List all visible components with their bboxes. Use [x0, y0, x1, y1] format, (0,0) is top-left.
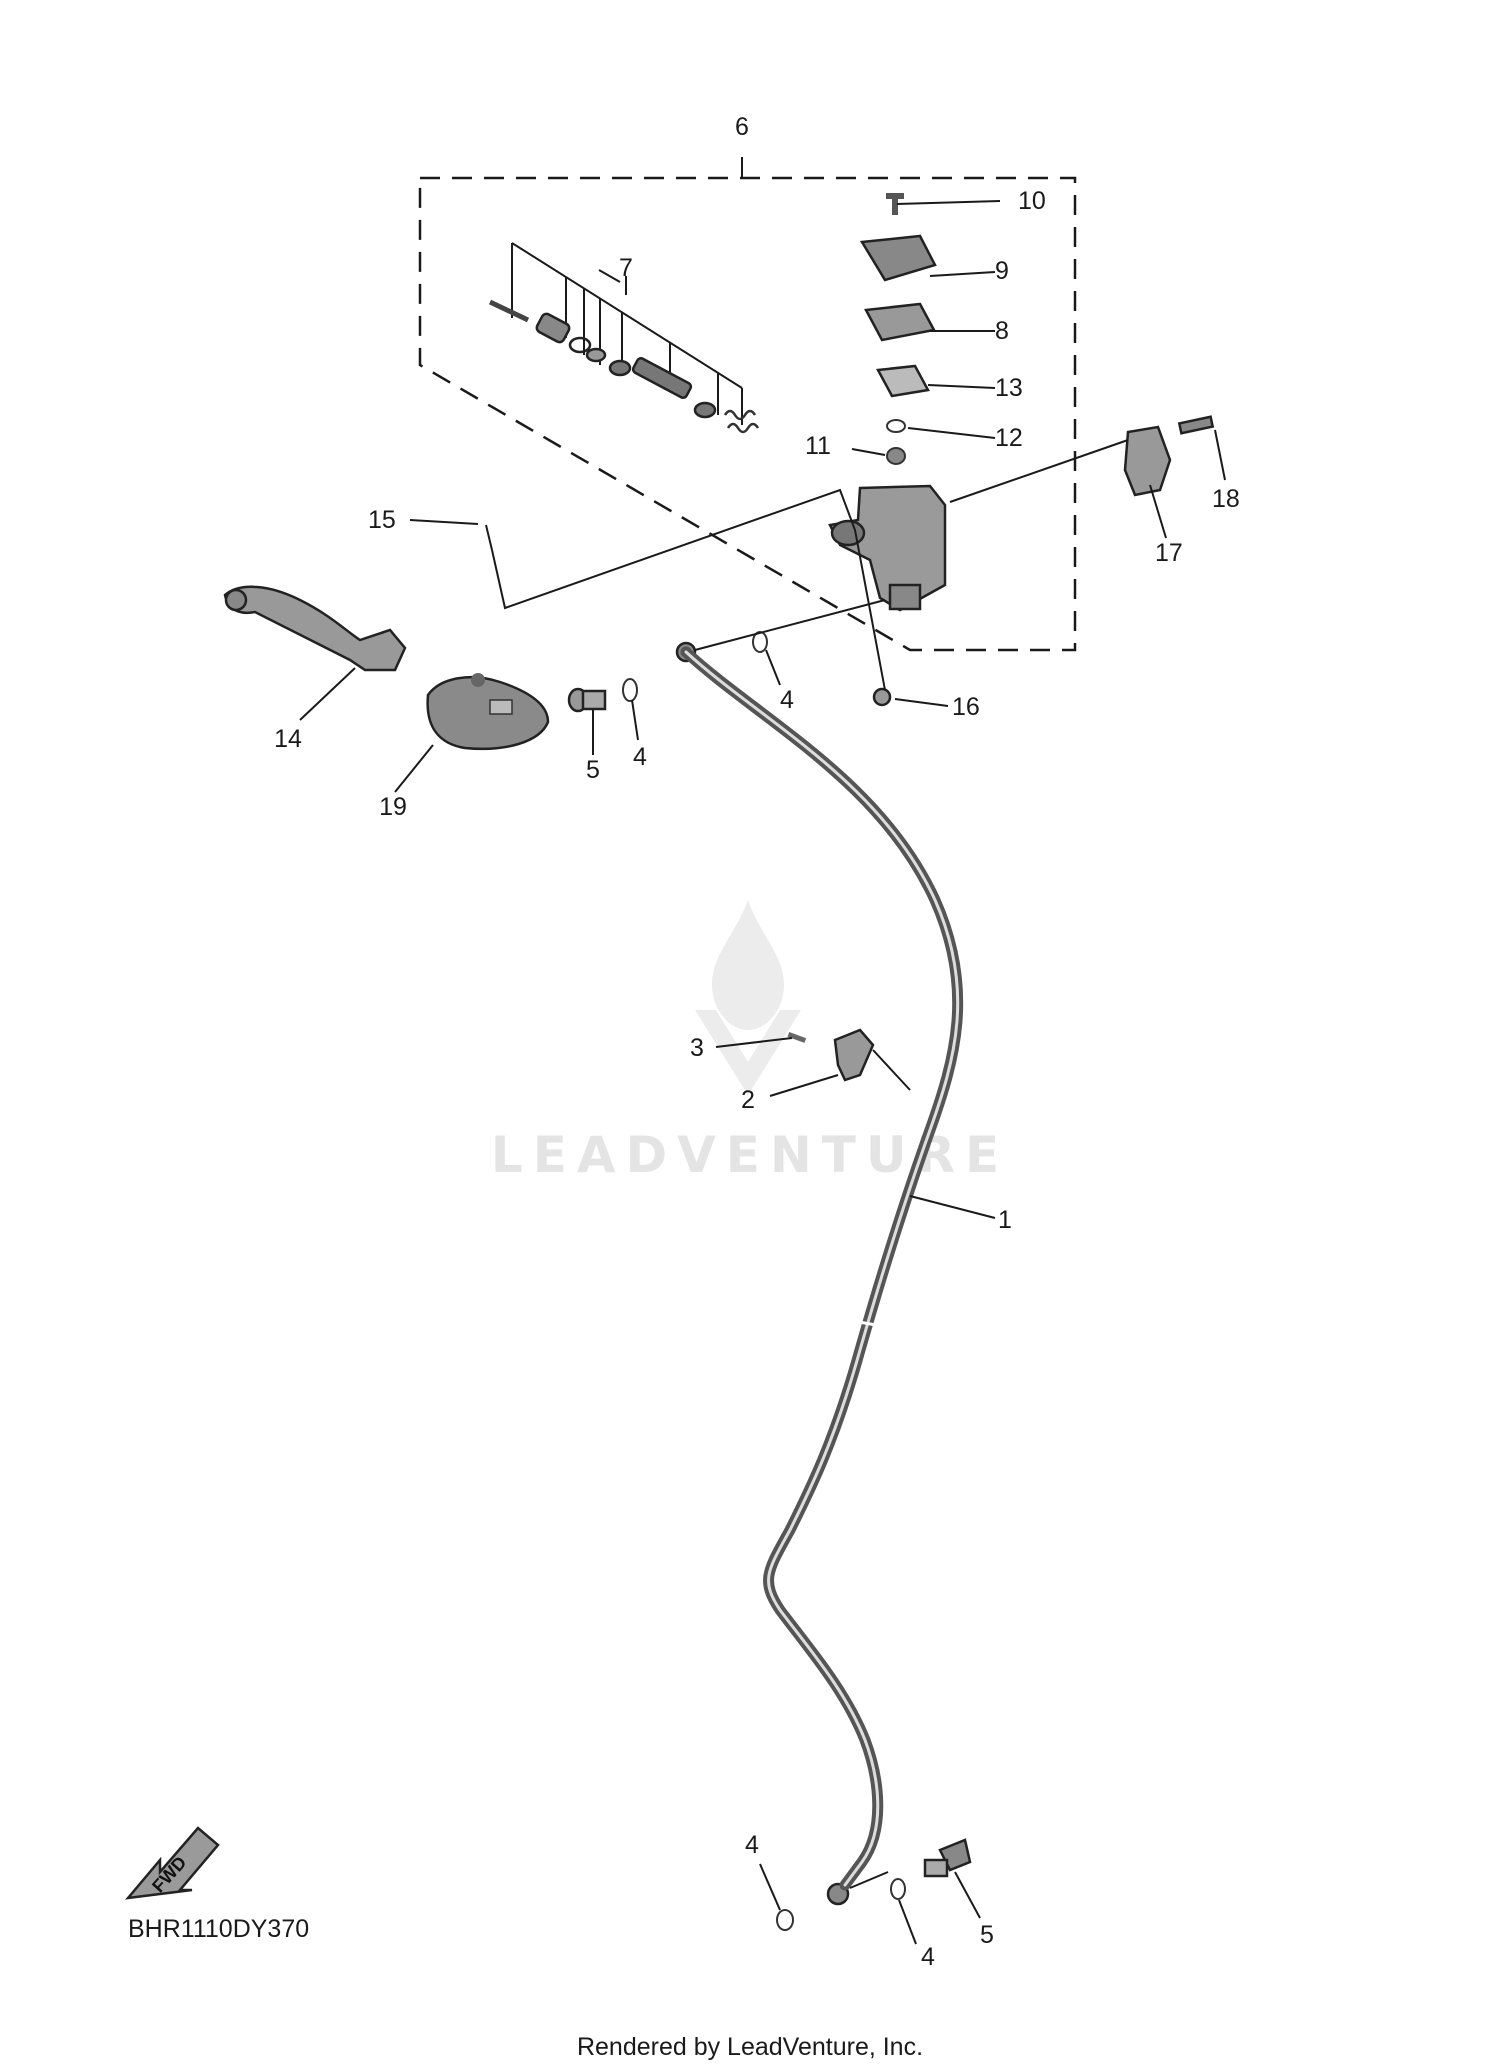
clutch-lever — [223, 585, 407, 672]
hose-guide-parts — [787, 1028, 875, 1082]
callout-4-upper: 4 — [780, 686, 794, 714]
callout-7: 7 — [619, 254, 633, 282]
assembly-6-boundary — [418, 176, 1077, 652]
master-cylinder — [828, 484, 947, 612]
piston-kit-parts — [488, 299, 760, 434]
callout-5-upper: 5 — [586, 756, 600, 784]
clamp-and-bolt — [1123, 415, 1215, 497]
diagram-code: BHR1110DY370 — [128, 1915, 309, 1943]
callout-9: 9 — [995, 257, 1009, 285]
forward-arrow: FWD — [124, 1826, 220, 1900]
callout-4-lower-right: 4 — [921, 1943, 935, 1971]
callout-1: 1 — [998, 1206, 1012, 1234]
flame-logo-icon — [712, 900, 784, 1030]
callout-14: 14 — [274, 725, 302, 753]
fwd-arrow-icon — [124, 1826, 220, 1900]
callout-13: 13 — [995, 374, 1023, 402]
callout-18: 18 — [1212, 485, 1240, 513]
callout-19: 19 — [379, 793, 407, 821]
switch-housing — [426, 673, 550, 751]
clutch-hose — [680, 646, 964, 1891]
reservoir-cap-parts — [859, 193, 937, 465]
footer-credit: Rendered by LeadVenture, Inc. — [577, 2033, 923, 2061]
callout-10: 10 — [1018, 187, 1046, 215]
callout-3: 3 — [690, 1034, 704, 1062]
callouts: 6 10 7 9 8 13 12 11 18 15 17 4 16 14 5 4… — [274, 113, 1240, 1971]
v-logo-icon — [695, 1010, 801, 1095]
callout-6: 6 — [735, 113, 749, 141]
banjo-fittings — [567, 631, 972, 1931]
callout-2: 2 — [741, 1086, 755, 1114]
callout-12: 12 — [995, 424, 1023, 452]
callout-5-lower: 5 — [980, 1921, 994, 1949]
callout-8: 8 — [995, 317, 1009, 345]
leader-lines — [299, 157, 1226, 1945]
callout-11: 11 — [805, 432, 831, 460]
callout-15: 15 — [368, 506, 396, 534]
callout-4-left: 4 — [633, 743, 647, 771]
callout-16: 16 — [952, 693, 980, 721]
callout-4-lower-left: 4 — [745, 1831, 759, 1859]
callout-17: 17 — [1155, 539, 1183, 567]
